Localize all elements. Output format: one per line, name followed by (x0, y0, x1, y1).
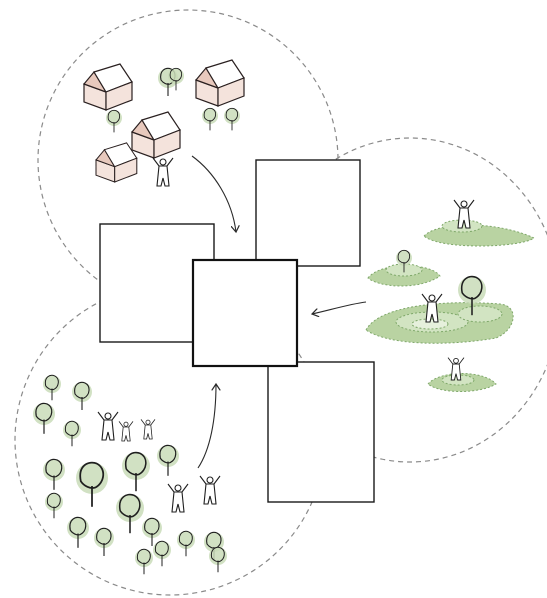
tree-icon (75, 461, 109, 508)
tree-icon (152, 540, 172, 567)
person-icon (167, 483, 189, 513)
house-icon (83, 63, 133, 111)
tree-icon (208, 546, 228, 573)
house-icon (95, 142, 138, 183)
house-icon (131, 111, 181, 159)
arrow-hills-to-center (312, 301, 367, 314)
box-bottom-right (267, 361, 375, 503)
person-icon (199, 475, 221, 505)
tree-icon (62, 420, 82, 447)
tree-icon (71, 381, 93, 411)
tree-icon (134, 548, 154, 575)
hills-cluster (365, 199, 535, 392)
forest-cluster (32, 374, 228, 575)
tree-icon (115, 493, 145, 534)
person-icon (152, 157, 174, 187)
tree-icon (201, 107, 219, 131)
tree-icon (66, 516, 90, 549)
box-center (191, 258, 299, 368)
tree-icon (42, 458, 66, 491)
tree-icon (42, 374, 62, 401)
tree-icon (93, 527, 115, 557)
house-icon (195, 59, 245, 107)
tree-icon (176, 530, 196, 557)
person-icon (118, 421, 134, 442)
tree-icon (223, 107, 241, 131)
tree-icon (32, 402, 56, 435)
tree-icon (121, 451, 151, 492)
tree-icon (44, 492, 64, 519)
person-icon (140, 419, 156, 440)
arrow-forest-to-center (197, 384, 216, 469)
village-cluster (83, 59, 245, 187)
tree-icon (105, 109, 123, 133)
person-icon (97, 411, 119, 441)
box-top-right (255, 159, 361, 267)
arrow-village-to-center (191, 155, 236, 232)
tree-icon (156, 444, 180, 477)
